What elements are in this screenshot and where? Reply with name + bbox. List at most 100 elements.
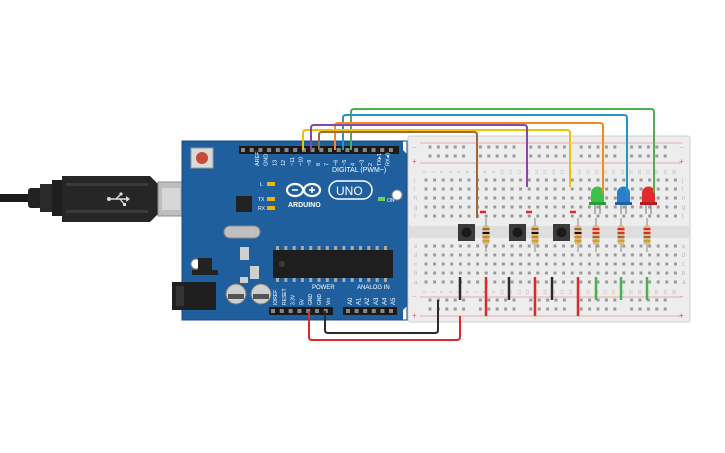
resistor[interactable] [531,218,539,252]
analog-pin-label: A0 [348,297,354,305]
header-pin-hole[interactable] [267,148,272,152]
header-pin-hole[interactable] [293,148,298,152]
breadboard-column-number: 2 [431,170,436,173]
wire-brown[interactable] [318,131,478,218]
header-pin-hole[interactable] [380,309,385,313]
header-pin-hole[interactable] [315,309,319,313]
power-pin-label: IOREF [273,290,279,305]
breadboard-column-number: 26 [637,289,642,295]
pushbutton-2[interactable] [509,224,526,241]
on-label: ON [387,198,395,204]
wire-purple[interactable] [310,124,528,187]
power-pin-label: GND [308,294,314,306]
breadboard-column-number: 2 [431,290,436,293]
breadboard-row-letter: d [414,253,417,259]
digital-pin-label: RX◂0 [386,153,392,166]
digital-pin-label: TX▸1 [377,153,383,166]
breadboard-column-number: 6 [465,170,470,173]
breadboard-row-letter: a [414,280,418,286]
header-pin-hole[interactable] [371,309,376,313]
power-header-label: POWER [312,285,335,291]
resistor[interactable] [574,218,582,252]
wire-yellow[interactable] [302,129,571,187]
breadboard-column-number: 18 [568,289,573,295]
rail-plus-label: + [679,311,684,320]
breadboard-row-letter: j [681,178,683,184]
breadboard-column-number: 15 [542,289,547,295]
wire-black-gnd[interactable] [324,300,439,334]
breadboard-row-letter: j [413,178,415,184]
digital-pin-label: 7 [325,163,331,166]
wire-green[interactable] [350,108,655,193]
reset-button[interactable] [190,147,214,169]
header-pin-hole[interactable] [345,148,350,152]
header-pin-hole[interactable] [371,148,376,152]
status-led-l [267,182,275,186]
header-pin-hole[interactable] [284,148,289,152]
header-pin-hole[interactable] [297,309,302,313]
header-pin-hole[interactable] [354,148,359,152]
header-pin-hole[interactable] [328,148,332,152]
breadboard-column-number: 24 [620,289,625,295]
analog-pin-header[interactable] [343,307,397,315]
breadboard-column-number: 10 [499,169,504,175]
breadboard-row-letter: d [682,253,685,259]
resistor[interactable] [617,218,625,252]
header-pin-hole[interactable] [249,148,254,152]
digital-pin-label: 2 [368,163,374,166]
breadboard-row-letter: a [682,280,686,286]
capacitor [250,266,259,279]
header-pin-hole[interactable] [380,148,385,152]
digital-pin-label: ~11 [290,157,296,166]
resistor[interactable] [643,218,651,252]
header-pin-hole[interactable] [354,309,359,313]
breadboard-column-number: 25 [628,169,633,175]
breadboard-column-number: 1 [422,170,427,173]
header-pin-hole[interactable] [346,309,350,313]
digital-pin-label: ~9 [307,160,313,166]
header-pin-hole[interactable] [319,148,324,152]
analog-header-label: ANALOG IN [357,285,390,291]
wire-blue[interactable] [342,114,628,193]
breadboard-column-number: 25 [628,289,633,295]
header-pin-hole[interactable] [363,309,368,313]
header-pin-hole[interactable] [288,309,293,313]
digital-pin-label: ~6 [333,160,339,166]
header-pin-hole[interactable] [271,309,275,313]
breadboard-short-jumpers[interactable] [458,210,649,316]
resistor[interactable] [482,218,490,252]
usb-cable[interactable] [0,176,185,222]
rail-minus-label: − [679,292,684,301]
breadboard-row-letter: c [682,262,685,268]
pushbutton-1[interactable] [458,224,475,241]
resistor[interactable] [592,218,600,252]
breadboard-row-letter: i [414,187,415,193]
pushbutton-3[interactable] [553,224,570,241]
header-pin-hole[interactable] [388,148,393,152]
digital-pin-label: ~10 [299,157,305,166]
breadboard-row-letter: e [414,244,418,250]
header-pin-hole[interactable] [389,309,393,313]
header-pin-hole[interactable] [275,148,280,152]
header-pin-hole[interactable] [279,309,284,313]
breadboard-row-letter: f [682,214,684,220]
header-pin-hole[interactable] [310,148,315,152]
header-pin-hole[interactable] [336,148,341,152]
header-pin-hole[interactable] [362,148,367,152]
status-led-tx [267,197,275,201]
header-pin-hole[interactable] [258,148,263,152]
led-rx-label: RX [258,206,266,212]
breadboard-column-number: 20 [585,169,590,175]
led-red[interactable] [640,186,657,215]
led-green[interactable] [589,186,606,215]
wire-red-5v[interactable] [308,311,461,341]
breadboard-column-number: 12 [517,289,522,295]
dc-power-jack[interactable] [172,282,216,310]
breadboard-column-number: 11 [508,169,513,174]
breadboard-column-number: 10 [499,289,504,295]
breadboard-column-number: 19 [577,169,582,175]
power-pin-label: Vin [326,298,332,305]
header-pin-hole[interactable] [241,148,245,152]
power-pin-label: GND [317,294,323,306]
